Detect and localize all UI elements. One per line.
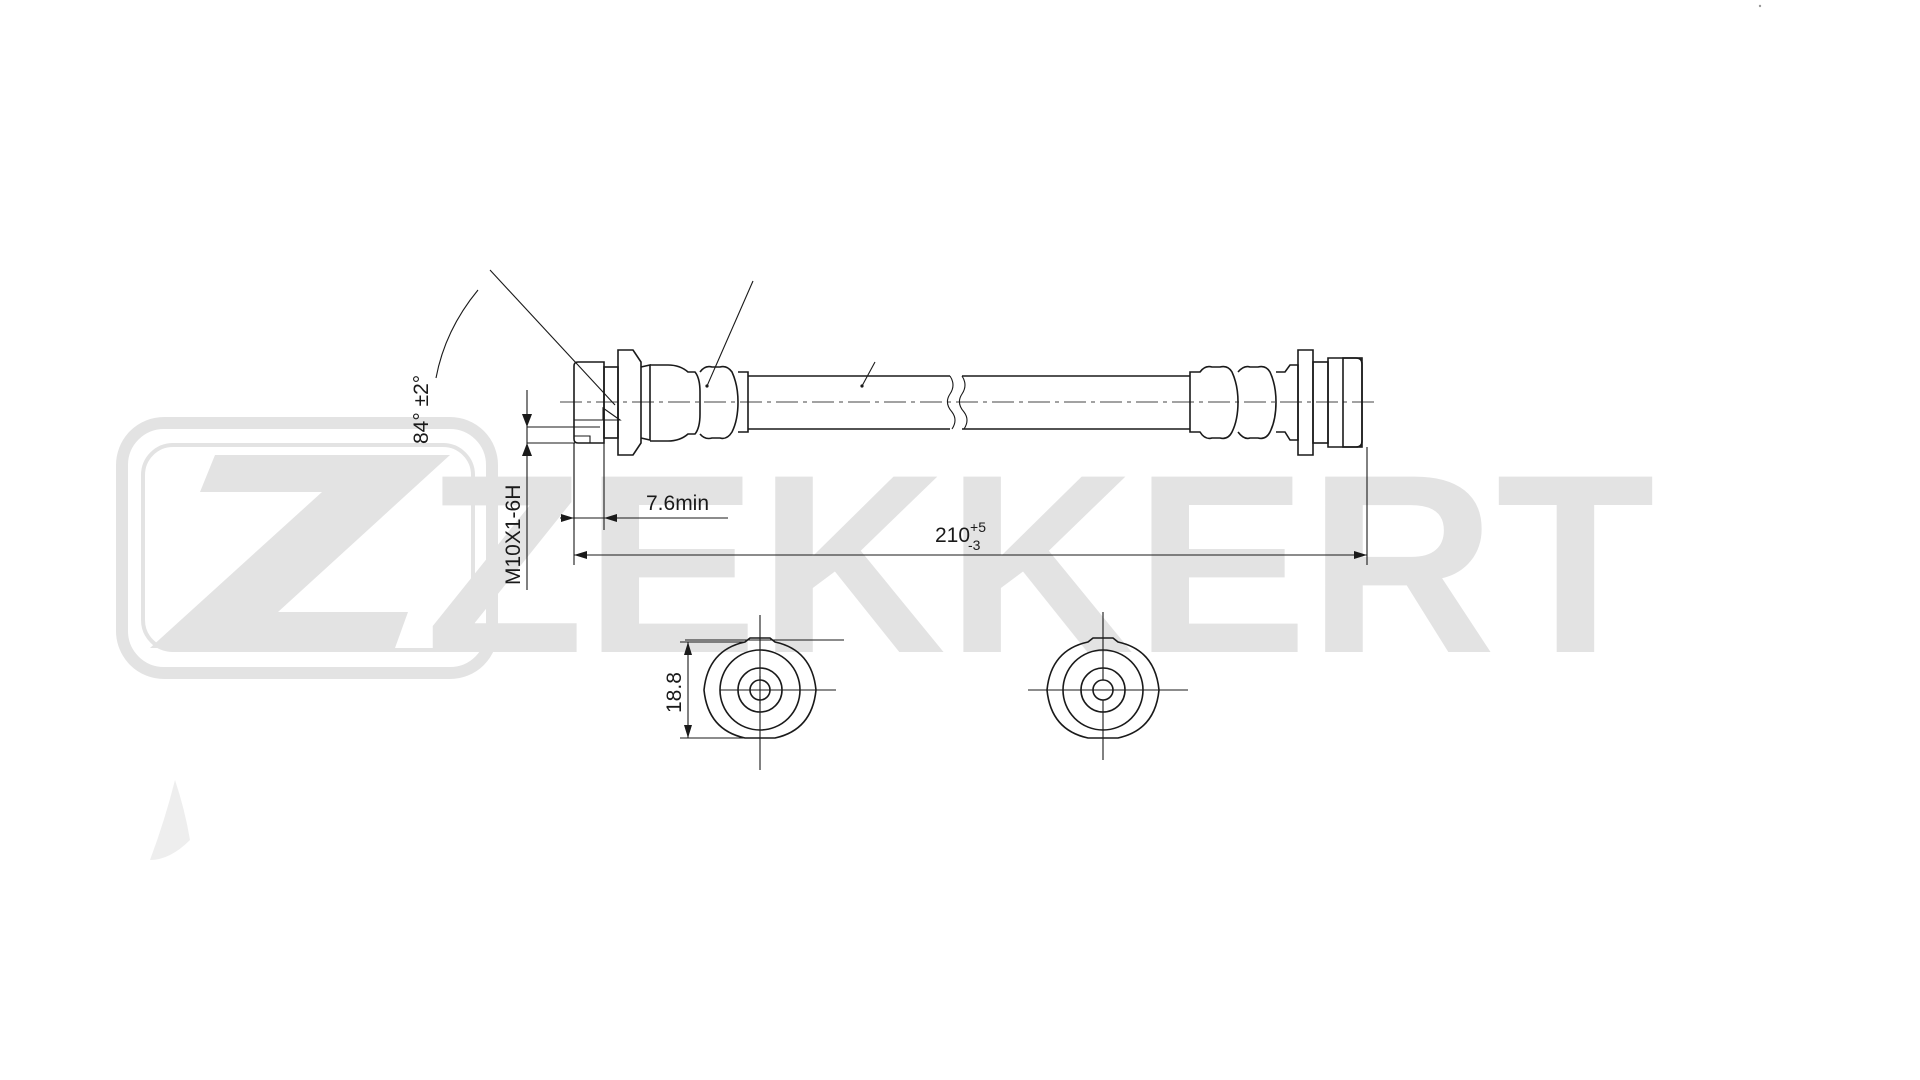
brand-z-emblem bbox=[116, 417, 498, 679]
hose-tube bbox=[748, 375, 1190, 430]
leader-line-fitting bbox=[706, 280, 754, 387]
total-length-label: 210+5 -3 bbox=[935, 519, 986, 553]
brand-watermark: ZEKKERT bbox=[116, 417, 1655, 860]
total-length-dimension: 210+5 -3 bbox=[573, 443, 1368, 565]
watermark-smudge bbox=[150, 780, 190, 860]
angle-dimension: 84° ±2° bbox=[410, 269, 616, 444]
thread-dimension: M10X1-6H bbox=[502, 390, 600, 590]
angle-label: 84° ±2° bbox=[410, 375, 433, 444]
total-length-tol-plus: +5 bbox=[970, 519, 986, 535]
total-length-tol-minus: -3 bbox=[968, 537, 981, 553]
thread-label: M10X1-6H bbox=[502, 485, 525, 585]
end-view-left: 18.8 bbox=[663, 615, 844, 770]
end-view-right bbox=[1028, 612, 1188, 760]
min-length-label: 7.6min bbox=[646, 492, 709, 515]
leader-line-hose bbox=[861, 361, 876, 387]
corner-mark bbox=[1758, 4, 1762, 8]
brand-wordmark: ZEKKERT bbox=[425, 422, 1655, 707]
right-fitting bbox=[1189, 349, 1363, 456]
diameter-label: 18.8 bbox=[663, 672, 686, 713]
total-length-value: 210 bbox=[935, 524, 970, 547]
